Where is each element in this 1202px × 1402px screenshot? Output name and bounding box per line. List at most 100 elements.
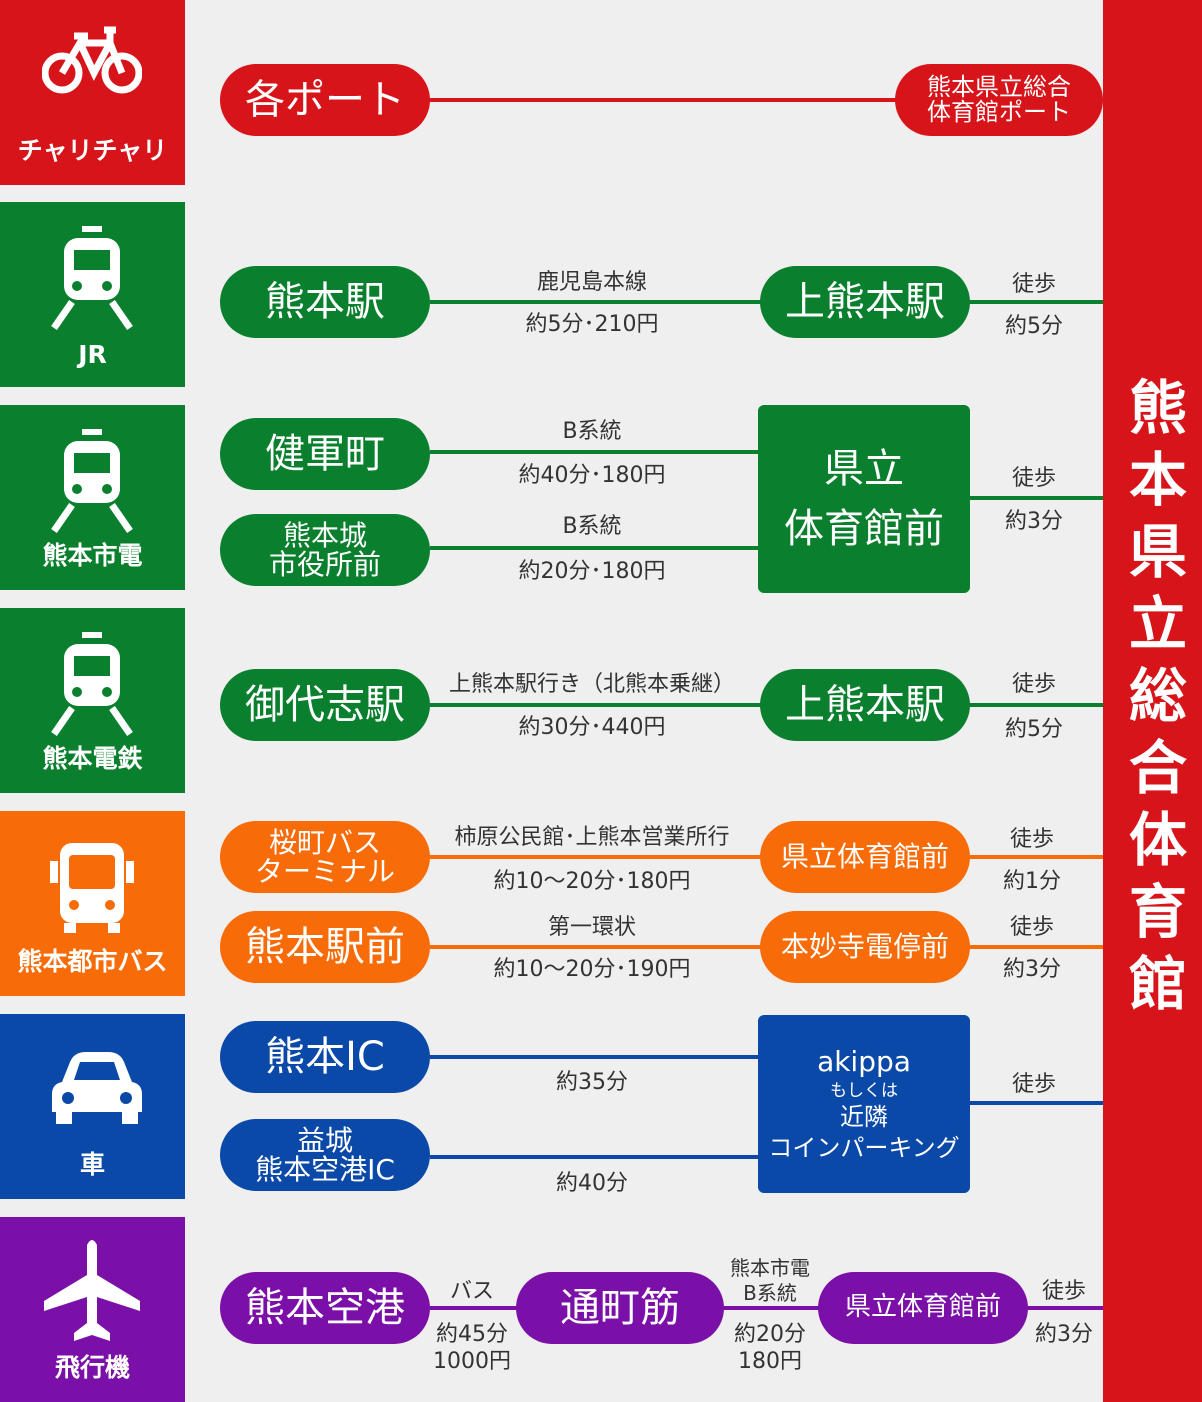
walk-label: 徒歩 xyxy=(1041,1278,1087,1304)
time-label: 約40分 xyxy=(556,1170,628,1196)
walk-label: 徒歩 xyxy=(1011,465,1057,491)
train-icon xyxy=(51,632,133,736)
station-pill: 熊本IC xyxy=(220,1021,430,1093)
line-label: B系統 xyxy=(562,418,622,444)
station-pill: 県立体育館前 xyxy=(818,1272,1028,1344)
line-label: 上熊本駅行き（北熊本乗継） xyxy=(448,671,736,697)
station-name: 本妙寺電停前 xyxy=(780,930,949,964)
car-icon xyxy=(52,1052,142,1124)
walk-line xyxy=(970,1101,1103,1105)
walk-time-label: 約1分 xyxy=(1003,868,1061,894)
station-name: 益城 xyxy=(296,1123,353,1157)
station-name: 体育館ポート xyxy=(927,98,1071,126)
station-name: 健軍町 xyxy=(265,431,385,477)
station-pill: 御代志駅 xyxy=(220,669,430,741)
tram-icon xyxy=(51,429,133,533)
station-pill: 上熊本駅 xyxy=(760,669,970,741)
station-name: 熊本駅前 xyxy=(245,924,405,970)
station-name: ターミナル xyxy=(254,855,395,888)
station-pill: 熊本駅前 xyxy=(220,911,430,983)
walk-line xyxy=(970,496,1103,500)
bicycle-icon xyxy=(42,26,142,94)
station-name: 熊本空港 xyxy=(245,1285,405,1331)
line-label: 第一環状 xyxy=(547,914,637,940)
station-name: 熊本城 xyxy=(282,518,367,552)
station-name: 上熊本駅 xyxy=(785,279,945,325)
station-box: 県立体育館前 xyxy=(758,405,970,593)
mode-panel-bus: 熊本都市バス xyxy=(0,811,185,996)
route-line xyxy=(430,1306,1103,1310)
station-name: 体育館前 xyxy=(784,506,944,552)
walk-time-label: 約5分 xyxy=(1005,716,1063,742)
fare-label: 180円 xyxy=(738,1348,802,1374)
station-pill: 本妙寺電停前 xyxy=(760,911,970,983)
mode-panel-charichari: チャリチャリ xyxy=(0,0,185,185)
station-name: 熊本IC xyxy=(265,1034,385,1080)
mode-panel-jr: JR xyxy=(0,202,185,387)
parking-name: akippa xyxy=(817,1044,911,1078)
station-name: 桜町バス xyxy=(268,825,381,859)
mode-panel-airplane: 飛行機 xyxy=(0,1217,185,1402)
walk-time-label: 約3分 xyxy=(1005,508,1063,534)
mode-label: バス xyxy=(449,1278,495,1304)
time-fare-label: 約30分･440円 xyxy=(518,714,666,740)
station-pill: 桜町バスターミナル xyxy=(220,821,430,893)
walk-label: 徒歩 xyxy=(1011,1071,1057,1097)
mode-panel-dentetsu: 熊本電鉄 xyxy=(0,608,185,793)
time-fare-label: 約5分･210円 xyxy=(525,311,659,337)
station-pill: 上熊本駅 xyxy=(760,266,970,338)
walk-label: 徒歩 xyxy=(1011,671,1057,697)
destination-bar: 熊本県立総合体育館 xyxy=(1103,0,1202,1402)
airplane-icon xyxy=(44,1240,140,1341)
mode-label: 熊本市電 xyxy=(730,1256,810,1280)
line-label: B系統 xyxy=(562,513,622,539)
walk-label: 徒歩 xyxy=(1009,914,1055,940)
route-line xyxy=(430,450,760,454)
time-fare-label: 約10～20分･180円 xyxy=(493,868,691,894)
walk-time-label: 約5分 xyxy=(1005,313,1063,339)
time-fare-label: 約40分･180円 xyxy=(518,462,666,488)
time-label: 約35分 xyxy=(556,1069,628,1095)
destination-port-pill: 熊本県立総合体育館ポート xyxy=(895,64,1103,136)
station-pill: 県立体育館前 xyxy=(760,821,970,893)
station-pill: 健軍町 xyxy=(220,418,430,490)
bus-icon xyxy=(50,843,134,933)
walk-time-label: 約3分 xyxy=(1003,956,1061,982)
walk-label: 徒歩 xyxy=(1011,271,1057,297)
station-pill: 熊本空港 xyxy=(220,1272,430,1344)
station-name: 熊本駅 xyxy=(265,279,385,325)
station-name: 市役所前 xyxy=(268,548,381,581)
mode-label: B系統 xyxy=(743,1281,797,1305)
fare-label: 1000円 xyxy=(433,1348,511,1374)
station-name: 県立体育館前 xyxy=(780,840,949,874)
station-name: 県立体育館前 xyxy=(844,1292,1001,1323)
route-line xyxy=(430,1055,760,1059)
station-pill: 通町筋 xyxy=(516,1272,724,1344)
station-name: 通町筋 xyxy=(560,1285,680,1331)
station-name: 熊本県立総合 xyxy=(927,72,1071,101)
time-fare-label: 約10～20分･190円 xyxy=(493,956,691,982)
parking-or: もしくは xyxy=(830,1080,898,1101)
line-label: 鹿児島本線 xyxy=(536,269,648,295)
mode-panel-car: 車 xyxy=(0,1014,185,1199)
station-pill: 各ポート xyxy=(220,64,430,136)
route-line xyxy=(430,98,900,102)
line-label: 柿原公民館･上熊本営業所行 xyxy=(454,824,730,850)
time-label: 約45分 xyxy=(436,1321,508,1347)
walk-time-label: 約3分 xyxy=(1035,1321,1093,1347)
parking-name: 近隣 xyxy=(840,1103,888,1132)
time-label: 約20分 xyxy=(734,1321,806,1347)
route-line xyxy=(430,546,760,550)
station-name: 熊本空港IC xyxy=(255,1153,395,1186)
time-fare-label: 約20分･180円 xyxy=(518,558,666,584)
train-icon xyxy=(51,226,133,330)
walk-label: 徒歩 xyxy=(1009,826,1055,852)
mode-panel-shiden: 熊本市電 xyxy=(0,405,185,590)
station-pill: 熊本城市役所前 xyxy=(220,514,430,586)
route-line xyxy=(430,1155,760,1159)
station-pill: 益城熊本空港IC xyxy=(220,1119,430,1191)
station-name: 上熊本駅 xyxy=(785,682,945,728)
station-pill: 熊本駅 xyxy=(220,266,430,338)
station-name: 県立 xyxy=(824,446,904,492)
